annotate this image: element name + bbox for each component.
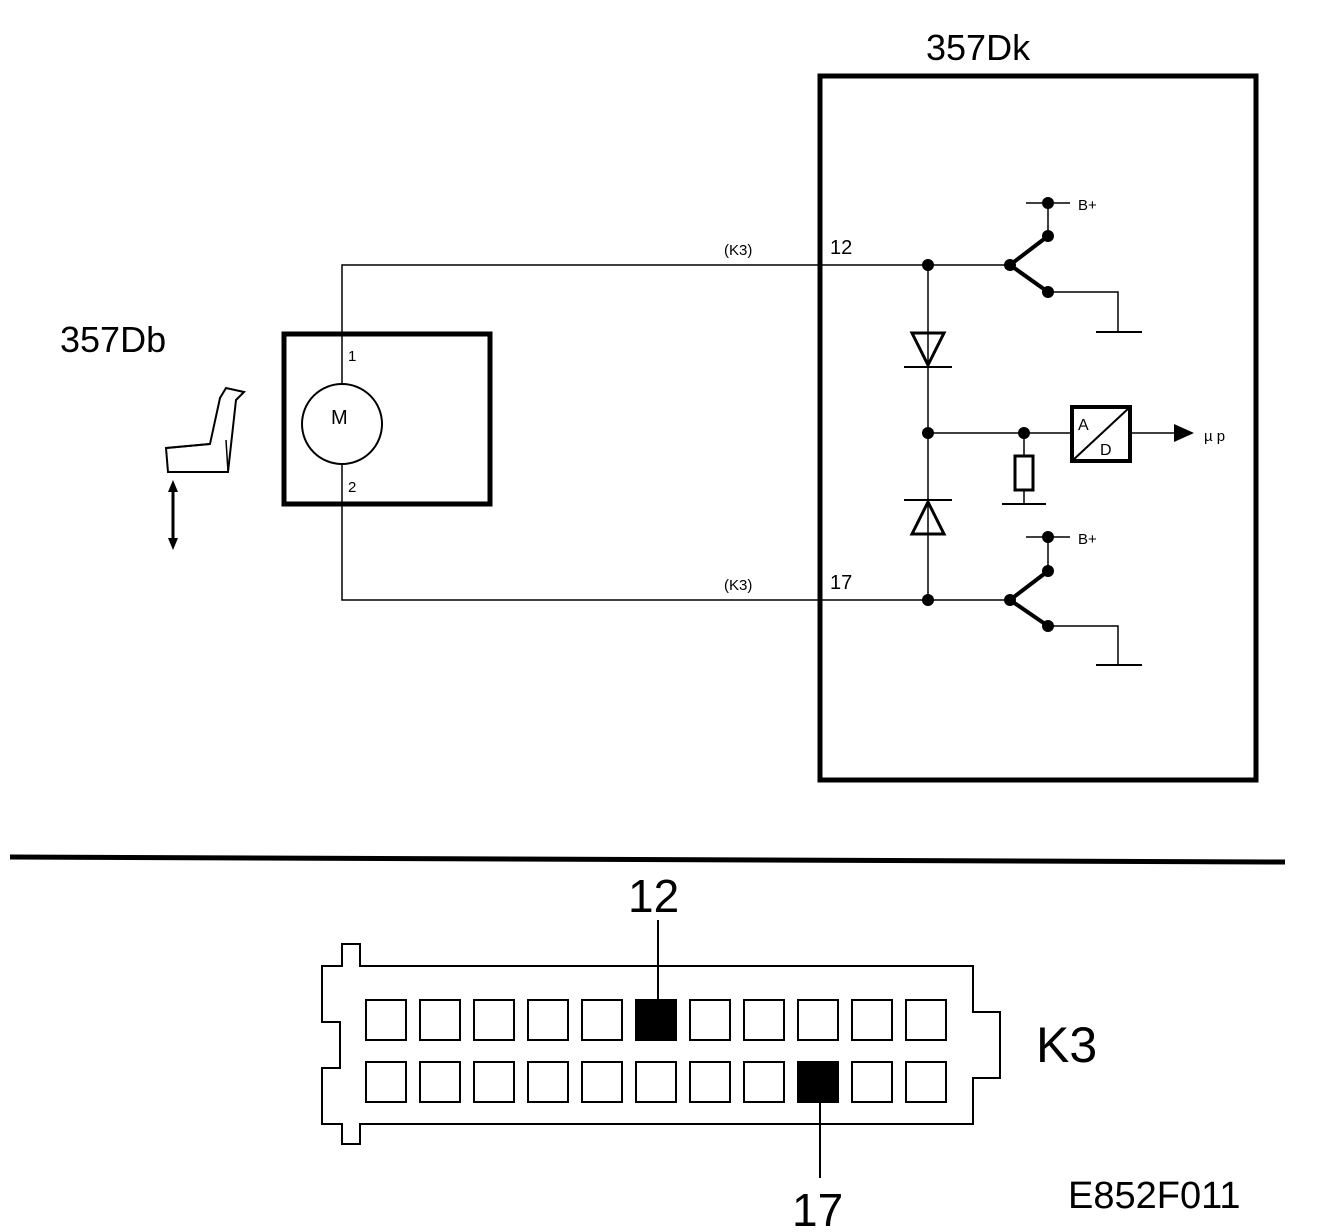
connector-name-label: K3: [1036, 1017, 1097, 1073]
switch-top-icon: [928, 197, 1142, 333]
connector-pin: [689, 999, 731, 1041]
resistor-icon: [1002, 433, 1046, 505]
connector-pin: [581, 999, 623, 1041]
wire-bottom-connector-label: (K3): [724, 577, 752, 594]
switch-bottom-icon: [928, 531, 1142, 666]
ecu-title: 357Dk: [926, 27, 1031, 68]
supply-top-label: B+: [1078, 197, 1097, 214]
connector-pin: [473, 1061, 515, 1103]
output-arrow-icon: [1174, 424, 1194, 442]
connector-pin: [743, 999, 785, 1041]
connector-pin: [419, 1061, 461, 1103]
seat-icon: [164, 386, 246, 473]
connector-pin: [743, 1061, 785, 1103]
motor-unit-box: [281, 331, 493, 507]
ecu-box: [817, 73, 1259, 783]
wire-top-connector-label: (K3): [724, 242, 752, 259]
figure-code: E852F011: [1068, 1175, 1241, 1217]
connector-pin: [905, 999, 947, 1041]
diode-bottom-icon: [904, 498, 952, 536]
connector-pin: [797, 999, 839, 1041]
diode-top-icon: [904, 331, 952, 369]
connector-pin-grid: [365, 999, 947, 1103]
motor-pin-2-label: 2: [348, 479, 356, 496]
connector-pin: [851, 1061, 893, 1103]
connector-housing: [321, 943, 1001, 1145]
connector-pin-12-label: 12: [628, 870, 679, 922]
connector-pin: [365, 1061, 407, 1103]
connector-pin-highlighted: [635, 999, 677, 1041]
adc-a-label: A: [1078, 417, 1089, 434]
supply-bottom-label: B+: [1078, 531, 1097, 548]
adc-converter-box: [1070, 405, 1132, 463]
wire-top: [341, 264, 928, 384]
connector-pin: [419, 999, 461, 1041]
motor-label: M: [331, 407, 348, 429]
connector-pin: [905, 1061, 947, 1103]
microprocessor-label: µ p: [1204, 428, 1225, 445]
ecu-pin-17-label: 17: [830, 572, 852, 594]
section-divider: [9, 854, 1286, 865]
ecu-pin-12-label: 12: [830, 237, 852, 259]
connector-pin-17-label: 17: [792, 1184, 843, 1232]
connector-pin: [473, 999, 515, 1041]
connector-pin-highlighted: [797, 1061, 839, 1103]
connector-pin: [527, 999, 569, 1041]
connector-pin: [581, 1061, 623, 1103]
up-down-arrow-icon: [168, 480, 178, 550]
connector-pin: [527, 1061, 569, 1103]
motor-unit-title: 357Db: [60, 319, 166, 360]
connector-pin: [365, 999, 407, 1041]
adc-d-label: D: [1100, 442, 1112, 459]
connector-pin: [635, 1061, 677, 1103]
wire-bottom: [341, 464, 928, 601]
connector-pin: [689, 1061, 731, 1103]
motor-pin-1-label: 1: [348, 348, 356, 365]
connector-pin: [851, 999, 893, 1041]
